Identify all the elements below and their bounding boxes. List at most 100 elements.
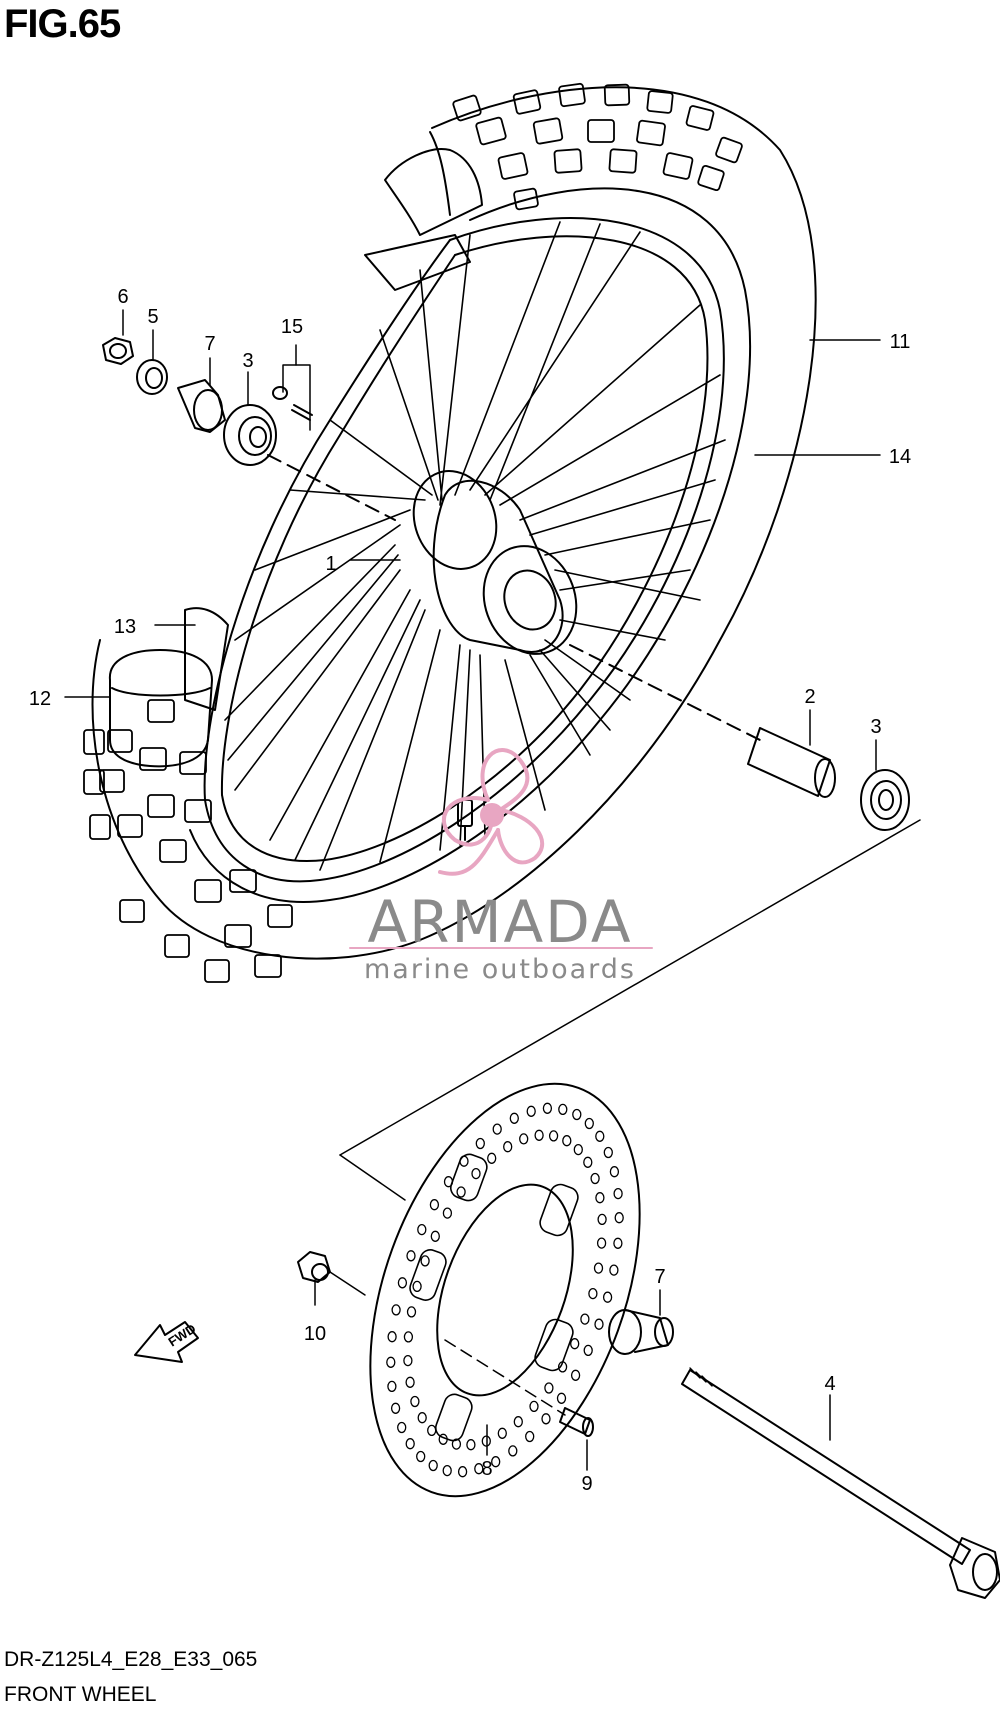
disc-hole — [386, 1356, 396, 1368]
disc-hole — [492, 1123, 502, 1135]
disc-hole — [466, 1439, 476, 1451]
disc-hole — [438, 1433, 448, 1445]
disc-hole — [588, 1287, 598, 1300]
assembly-axis-right — [569, 644, 761, 741]
disc-hole — [595, 1130, 605, 1142]
spacer-7-upper — [177, 379, 226, 433]
disc-hole — [428, 1459, 438, 1472]
arrow-left-icon: FWD — [134, 1321, 199, 1363]
disc-hole — [390, 1402, 401, 1414]
callout-8: 8 — [481, 1458, 492, 1480]
disc-hole — [609, 1166, 620, 1178]
disc-hole — [603, 1146, 613, 1159]
disc-hole — [420, 1255, 430, 1267]
disc-hole — [491, 1456, 501, 1468]
bearing-3-upper — [223, 404, 277, 466]
disc-hole — [597, 1213, 607, 1226]
callout-3-upper: 3 — [242, 350, 253, 372]
disc-hole — [556, 1392, 567, 1404]
disc-hole — [509, 1112, 519, 1124]
disc-hole — [387, 1331, 397, 1343]
disc-hole — [590, 1172, 600, 1185]
callout-10: 10 — [304, 1323, 326, 1345]
disc-hole — [596, 1237, 607, 1249]
spokes — [224, 221, 726, 871]
callout-12: 12 — [29, 688, 51, 710]
disc-hole — [613, 1237, 623, 1249]
disc-hole — [406, 1250, 416, 1262]
callout-13: 13 — [114, 616, 136, 638]
disc-hole — [471, 1167, 481, 1180]
disc-hole — [387, 1380, 397, 1393]
disc-hole — [541, 1413, 551, 1425]
disc-hole — [456, 1186, 466, 1198]
disc-hole — [397, 1277, 408, 1289]
figure-name: FRONT WHEEL — [4, 1683, 157, 1706]
disc-hole — [594, 1318, 604, 1330]
disc-hole — [526, 1105, 536, 1117]
callout-7-upper: 7 — [204, 333, 215, 355]
disc-hole — [583, 1156, 593, 1168]
nut-6 — [102, 337, 134, 365]
disc-hole — [443, 1176, 454, 1188]
disc-hole — [503, 1141, 513, 1153]
disc-hole — [595, 1192, 605, 1204]
projection-lines — [339, 819, 921, 1201]
disc-hole — [548, 1130, 559, 1142]
axle-4 — [681, 1367, 1000, 1599]
callout-14: 14 — [889, 446, 911, 468]
watermark-brand: ARMADA — [367, 888, 632, 956]
disc-hole — [583, 1344, 593, 1357]
disc-hole — [442, 1464, 452, 1477]
disc-hole — [417, 1223, 427, 1236]
disc-hole — [403, 1354, 413, 1367]
disc-hole — [584, 1117, 594, 1130]
bearing-3-right — [860, 769, 910, 831]
disc-hole — [474, 1463, 484, 1475]
disc-hole — [508, 1445, 518, 1457]
assembly-axis-upper — [267, 454, 396, 521]
disc-hole — [557, 1361, 568, 1373]
disc-hole — [410, 1395, 420, 1408]
disc-hole — [529, 1400, 539, 1413]
watermark-logo — [438, 748, 544, 876]
spoke-nipples-15 — [272, 386, 313, 421]
figure-model-code: DR-Z125L4_E28_E33_065 — [4, 1648, 258, 1671]
disc-hole — [457, 1466, 468, 1478]
callout-15: 15 — [281, 316, 303, 338]
disc-hole — [525, 1430, 535, 1443]
disc-hole — [513, 1416, 523, 1428]
disc-hole — [609, 1264, 619, 1276]
watermark-tagline: marine outboards — [364, 954, 636, 985]
disc-hole — [417, 1412, 427, 1424]
disc-hole — [451, 1438, 462, 1450]
disc-hole — [580, 1313, 590, 1325]
disc-hole — [405, 1438, 415, 1450]
disc-hole — [593, 1262, 604, 1274]
watermark: ARMADA marine outboards — [349, 748, 653, 985]
disc-hole — [572, 1108, 582, 1121]
disc-hole — [519, 1133, 529, 1145]
wheel-hub — [412, 470, 578, 655]
callout-2: 2 — [804, 686, 815, 708]
disc-hole — [602, 1291, 613, 1303]
disc-hole — [558, 1103, 568, 1116]
disc-hole — [429, 1199, 440, 1211]
disc-hole — [430, 1230, 440, 1242]
rim — [203, 217, 725, 883]
leader-lines — [64, 309, 881, 1471]
disc-hole — [475, 1137, 485, 1150]
disc-hole — [562, 1135, 572, 1147]
disc-hole — [403, 1331, 414, 1343]
disc-hole — [570, 1338, 580, 1350]
disc-hole — [542, 1102, 553, 1114]
disc-hole — [459, 1155, 469, 1167]
brake-disc — [369, 1082, 641, 1498]
callout-1: 1 — [325, 553, 336, 575]
rim-band — [184, 148, 483, 711]
disc-hole — [427, 1424, 437, 1437]
disc-hole — [614, 1212, 624, 1224]
disc-hole — [416, 1450, 426, 1463]
callout-5: 5 — [147, 306, 158, 328]
